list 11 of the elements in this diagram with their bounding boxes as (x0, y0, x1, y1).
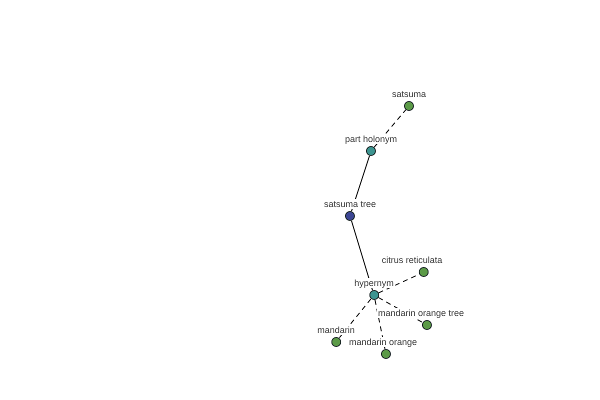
node-label: part holonym (344, 134, 398, 144)
node-label: satsuma (391, 89, 427, 99)
node-label: citrus reticulata (380, 255, 444, 265)
connector-line (351, 220, 373, 291)
node-label: mandarin (316, 325, 356, 335)
node-label: hypernym (353, 278, 395, 288)
node-label: satsuma tree (322, 199, 378, 209)
dashed-connector (374, 109, 406, 148)
node-label: mandarin orange tree (376, 308, 466, 318)
node-label: mandarin orange (348, 337, 418, 347)
dashed-connector (338, 298, 372, 339)
